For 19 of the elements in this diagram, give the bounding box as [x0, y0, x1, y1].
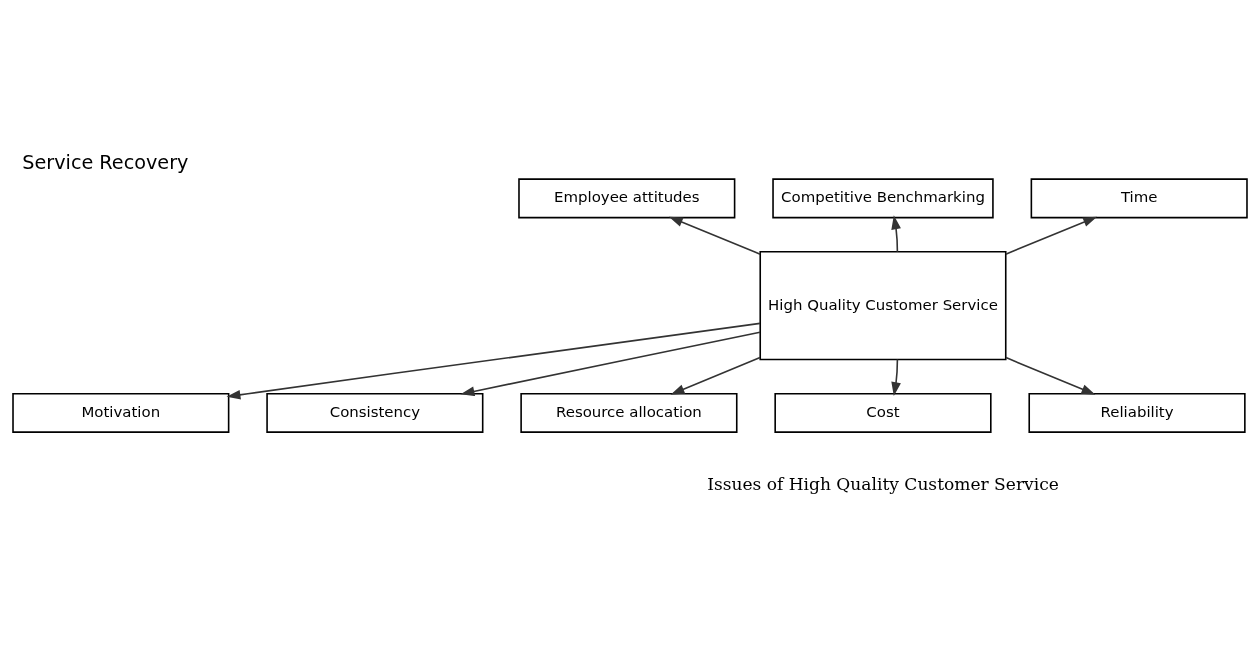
node-box: Consistency — [266, 392, 484, 433]
arrow — [226, 322, 761, 400]
node-box: Motivation — [12, 392, 230, 433]
arrow — [891, 358, 901, 396]
node-box: Employee attitudes — [518, 177, 736, 218]
arrow — [460, 330, 761, 396]
node-box: High Quality Customer Service — [759, 250, 1007, 360]
node-box: Cost — [774, 392, 992, 433]
node-box: Time — [1030, 177, 1248, 218]
arrow — [891, 214, 901, 252]
arrow — [1005, 356, 1096, 395]
diagram-title: Service Recovery — [22, 150, 189, 174]
caption: Issues of High Quality Customer Service — [707, 473, 1059, 494]
arrow — [1004, 216, 1098, 255]
node-box: Resource allocation — [520, 392, 738, 433]
arrow — [670, 356, 761, 395]
node-box: Reliability — [1028, 392, 1246, 433]
node-box: Competitive Benchmarking — [772, 177, 994, 218]
arrow — [668, 216, 761, 255]
